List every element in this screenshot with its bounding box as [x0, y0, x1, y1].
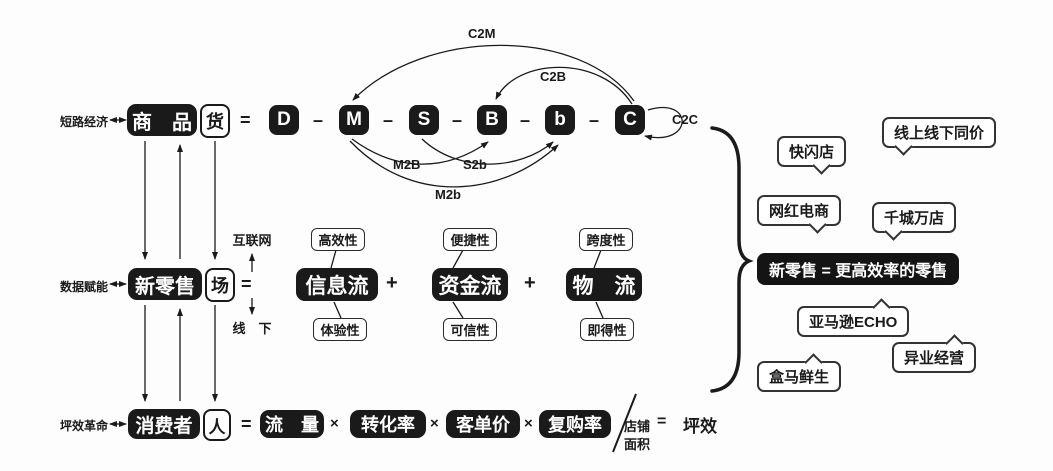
connector-logistics-bottom	[595, 301, 604, 319]
bubble-same-price: 线上线下同价	[882, 117, 997, 156]
attr-experience: 体验性	[313, 318, 367, 341]
bubble-label: 异业经营	[904, 350, 965, 367]
letter-s: S	[409, 105, 439, 135]
factor-basket-price: 客单价	[446, 410, 520, 438]
dash-4: –	[520, 110, 531, 130]
label-c2m: C2M	[468, 26, 496, 41]
label-c2b: C2B	[540, 69, 567, 84]
plus-2: +	[524, 272, 536, 294]
row3-side-label: 坪效革命	[60, 419, 109, 433]
attr-immediacy: 即得性	[580, 318, 634, 341]
fraction-slash	[612, 393, 637, 453]
plus-1: +	[386, 272, 398, 294]
row2-equals: =	[241, 274, 252, 294]
label-m2b-lower: M2b	[435, 187, 461, 202]
letter-m: M	[339, 105, 369, 135]
bubble-label: 亚马逊ECHO	[809, 314, 898, 331]
bubble-amazon-echo: 亚马逊ECHO	[797, 298, 910, 337]
arc-c2c-loop	[644, 107, 683, 141]
label-m2b-upper: M2B	[393, 157, 421, 172]
row2-side-label: 数据赋能	[60, 280, 109, 294]
label-c2c: C2C	[672, 112, 699, 127]
row1-side-label: 短路经济	[60, 115, 109, 129]
dash-2: –	[383, 110, 394, 130]
arc-s2b	[421, 138, 554, 165]
bubble-label: 线上线下同价	[894, 125, 985, 142]
attr-span: 跨度性	[579, 228, 633, 251]
row3-equals: =	[241, 414, 252, 434]
arc-m2b-upper	[351, 138, 489, 165]
connector-fund-bottom	[452, 301, 464, 319]
connector-info-top	[330, 249, 337, 269]
arc-c2m	[352, 44, 635, 102]
factor-traffic: 流 量	[260, 410, 324, 438]
row1-equals: =	[240, 110, 251, 130]
denominator-line1: 店铺	[624, 419, 651, 434]
bubble-label: 盒马鲜生	[769, 369, 830, 386]
bubble-label: 网红电商	[769, 203, 830, 220]
dash-3: –	[452, 110, 463, 130]
result-label: 坪效	[683, 417, 717, 436]
bubble-label: 千城万店	[884, 210, 945, 227]
connector-logistics-top	[593, 249, 602, 269]
label-s2b: S2b	[463, 157, 487, 172]
bubble-thousand-stores: 千城万店	[872, 202, 957, 241]
times-2: ×	[430, 415, 439, 432]
arc-c2b	[495, 66, 633, 105]
flow-logistics: 物 流	[566, 268, 642, 301]
letter-b-small: b	[545, 105, 575, 135]
dash-1: –	[313, 110, 324, 130]
arc-m2b-lower	[349, 140, 559, 188]
row3-subject-pill: 消费者	[128, 409, 200, 439]
bubble-cross-industry: 异业经营	[892, 334, 977, 373]
bubble-hema-fresh: 盒马鲜生	[757, 353, 842, 392]
connector-info-bottom	[333, 301, 342, 319]
connector-fund-top	[452, 249, 464, 269]
bubble-popup-store: 快闪店	[777, 136, 847, 175]
row1-subject-pill: 商 品	[127, 104, 197, 136]
bubble-label: 快闪店	[789, 144, 835, 161]
dash-5: –	[589, 110, 600, 130]
letter-c: C	[615, 105, 645, 135]
bubble-influencer-ecommerce: 网红电商	[757, 195, 842, 234]
letter-d: D	[269, 105, 299, 135]
flow-information: 信息流	[296, 268, 378, 301]
row2-subject-pill: 新零售	[128, 268, 202, 300]
letter-b-big: B	[477, 105, 507, 135]
attr-trust: 可信性	[443, 318, 497, 341]
times-3: ×	[524, 415, 533, 432]
attr-efficiency: 高效性	[311, 228, 365, 251]
row1-element-box: 货	[200, 104, 230, 138]
attr-convenience: 便捷性	[443, 228, 497, 251]
online-label: 互联网	[232, 233, 272, 248]
factor-conversion: 转化率	[350, 410, 426, 438]
brace	[710, 126, 754, 393]
offline-label: 线 下	[232, 321, 272, 336]
flow-capital: 资金流	[432, 268, 508, 301]
row3-element-box: 人	[203, 409, 231, 441]
row2-element-box: 场	[205, 268, 235, 302]
factor-repurchase: 复购率	[539, 410, 611, 438]
result-equals: =	[657, 413, 667, 430]
conclusion-banner: 新零售 = 更高效率的零售	[757, 253, 960, 285]
times-1: ×	[330, 415, 339, 432]
denominator-line2: 面积	[624, 437, 651, 452]
